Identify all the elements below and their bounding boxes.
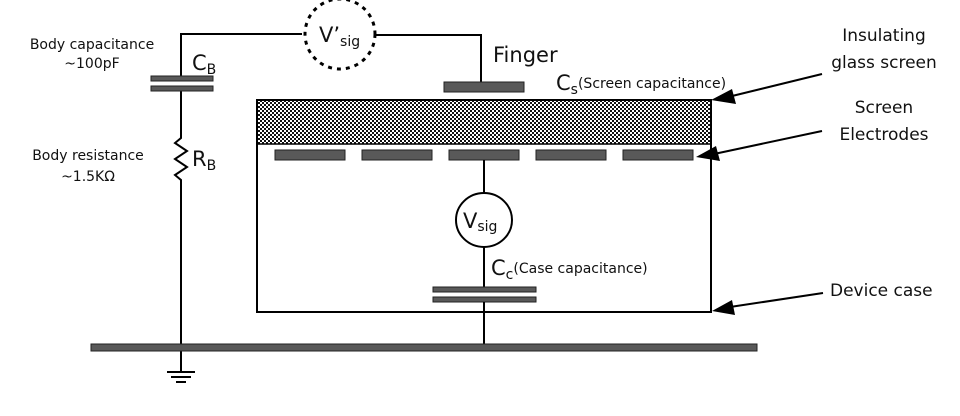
- body-resistor-subscript: B: [207, 158, 217, 174]
- finger-plate: [443, 81, 525, 93]
- body-resistor-symbol: RB: [192, 147, 216, 174]
- glass-callout-line1: Insulating: [842, 26, 926, 46]
- case-capacitor-label: Cc(Case capacitance): [491, 256, 648, 283]
- body-wire: [180, 33, 302, 372]
- electrodes-callout-line1: Screen: [855, 98, 913, 118]
- screen-capacitor-description: (Screen capacitance): [578, 76, 726, 92]
- body-resistor: [173, 134, 189, 184]
- screen-electrodes: [274, 149, 694, 161]
- body-capacitance-label: Body capacitance: [30, 37, 154, 53]
- case-capacitor-description: (Case capacitance): [513, 261, 647, 277]
- glass-screen: [256, 99, 712, 145]
- electrode: [622, 149, 694, 161]
- electrode: [535, 149, 607, 161]
- body-capacitor-symbol: CB: [192, 51, 216, 78]
- device-source-symbol: V: [463, 209, 478, 233]
- screen-capacitor-symbol: C: [556, 71, 571, 95]
- case-capacitor-subscript: c: [506, 267, 514, 283]
- screen-capacitor-subscript: s: [571, 82, 578, 98]
- case-callout: Device case: [830, 281, 933, 301]
- electrode: [361, 149, 433, 161]
- body-capacitor: [150, 75, 214, 92]
- body-resistance-value: ~1.5KΩ: [61, 169, 115, 185]
- finger-source-symbol: V’: [319, 23, 340, 47]
- ground-icon: [167, 371, 195, 383]
- finger-label: Finger: [493, 43, 558, 67]
- ground-plane: [90, 343, 758, 352]
- electrodes-arrow: [696, 130, 823, 161]
- body-capacitor-letter: C: [192, 51, 207, 75]
- finger-wire: [376, 34, 482, 82]
- body-resistance-label: Body resistance: [32, 148, 144, 164]
- glass-arrow: [711, 73, 823, 104]
- case-arrow: [712, 292, 824, 315]
- finger-signal-source: [303, 0, 377, 71]
- finger-source-subscript: sig: [340, 34, 360, 50]
- electrode: [448, 149, 520, 161]
- case-capacitor-symbol: C: [491, 256, 506, 280]
- body-resistor-letter: R: [192, 147, 207, 171]
- body-capacitor-subscript: B: [207, 62, 217, 78]
- electrode: [274, 149, 346, 161]
- body-capacitance-value: ~100pF: [64, 56, 119, 72]
- device-source-subscript: sig: [477, 219, 497, 235]
- screen-capacitor-label: Cs(Screen capacitance): [556, 71, 726, 98]
- electrodes-callout-line2: Electrodes: [839, 125, 928, 145]
- case-capacitor: [432, 286, 537, 303]
- glass-callout-line2: glass screen: [831, 53, 937, 73]
- finger-source-label: V’sig: [319, 23, 360, 50]
- device-source-label: Vsig: [463, 209, 497, 235]
